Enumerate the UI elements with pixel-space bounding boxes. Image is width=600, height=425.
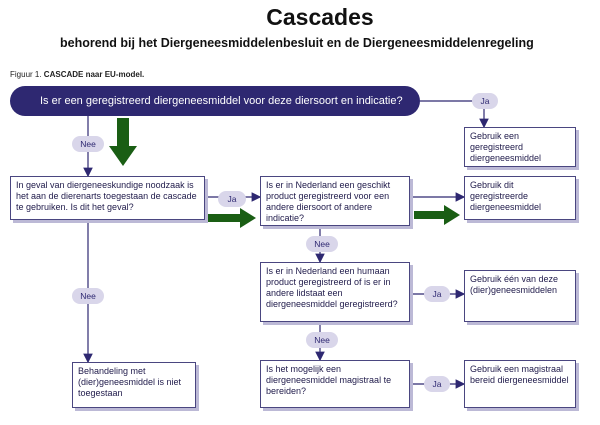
pill-ja-magistraal: Ja: [424, 376, 450, 392]
pill-ja-humaan: Ja: [424, 286, 450, 302]
box-noodzaak: In geval van diergeneeskundige noodzaak …: [10, 176, 205, 220]
main-question: Is er een geregistreerd diergeneesmiddel…: [10, 86, 420, 116]
pill-nee-noodzaak: Nee: [72, 288, 104, 304]
page-subtitle: behorend bij het Diergeneesmiddelenbeslu…: [60, 36, 534, 50]
box-nl-geschikt: Is er in Nederland een geschikt product …: [260, 176, 410, 226]
pill-nee-question: Nee: [72, 136, 104, 152]
box-behandeling: Behandeling met (dier)geneesmiddel is ni…: [72, 362, 196, 408]
green-arrow-down-icon: [109, 118, 137, 166]
box-gebruik-geregistreerd: Gebruik een geregistreerd diergeneesmidd…: [464, 127, 576, 167]
box-humaan: Is er in Nederland een humaan product ge…: [260, 262, 410, 322]
box-gebruik-magistraal: Gebruik een magistraal bereid diergenees…: [464, 360, 576, 408]
green-arrow-right-icon-1: [208, 208, 256, 228]
pill-ja-question: Ja: [472, 93, 498, 109]
pill-ja-noodzaak: Ja: [218, 191, 246, 207]
figure-caption-prefix: Figuur 1.: [10, 70, 44, 79]
figure-caption: Figuur 1. CASCADE naar EU-model.: [10, 70, 144, 79]
box-gebruik-een-van: Gebruik één van deze (dier)geneesmiddele…: [464, 270, 576, 322]
figure-caption-title: CASCADE naar EU-model.: [43, 70, 145, 79]
pill-nee-geschikt: Nee: [306, 236, 338, 252]
green-arrow-right-icon-2: [414, 205, 460, 225]
box-gebruik-dit: Gebruik dit geregistreerde diergeneesmid…: [464, 176, 576, 220]
box-magistraal: Is het mogelijk een diergeneesmiddel mag…: [260, 360, 410, 408]
page-title: Cascades: [266, 4, 374, 30]
pill-nee-humaan: Nee: [306, 332, 338, 348]
